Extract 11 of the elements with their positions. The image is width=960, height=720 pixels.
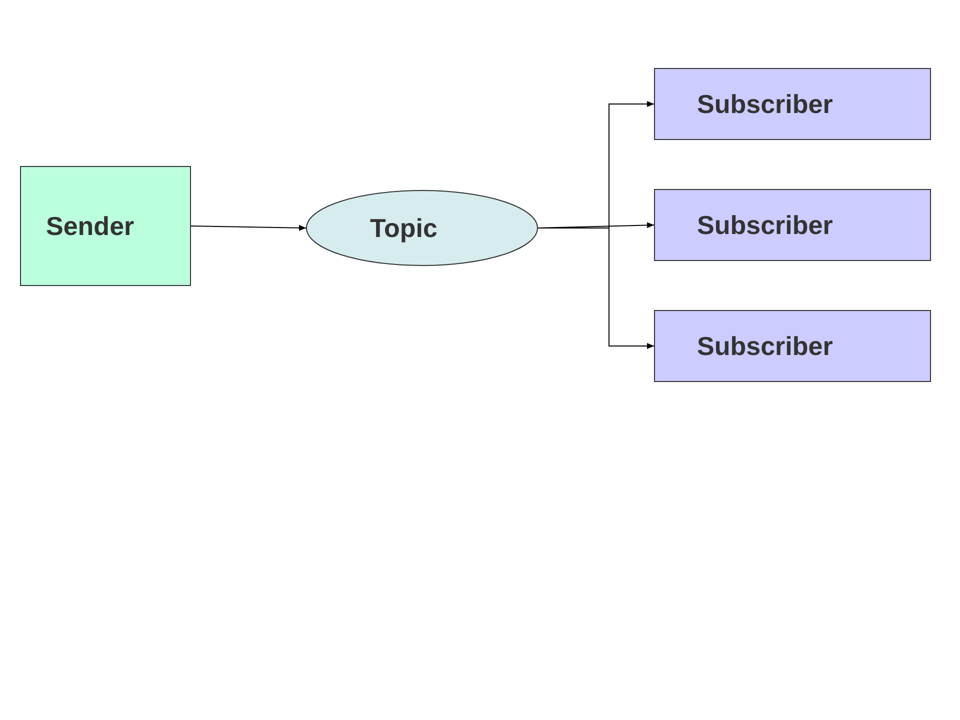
arrow <box>190 224 306 231</box>
process-box <box>654 310 931 382</box>
node-label: Sender <box>46 210 134 242</box>
node-label: Subscriber <box>697 208 833 242</box>
process-box <box>654 189 931 261</box>
topic-ellipse <box>306 190 538 266</box>
node-label: Subscriber <box>697 88 833 120</box>
process-box <box>654 68 931 140</box>
node-label: Subscriber <box>697 330 833 362</box>
node-label: Topic <box>370 212 438 244</box>
process-box <box>20 166 191 286</box>
